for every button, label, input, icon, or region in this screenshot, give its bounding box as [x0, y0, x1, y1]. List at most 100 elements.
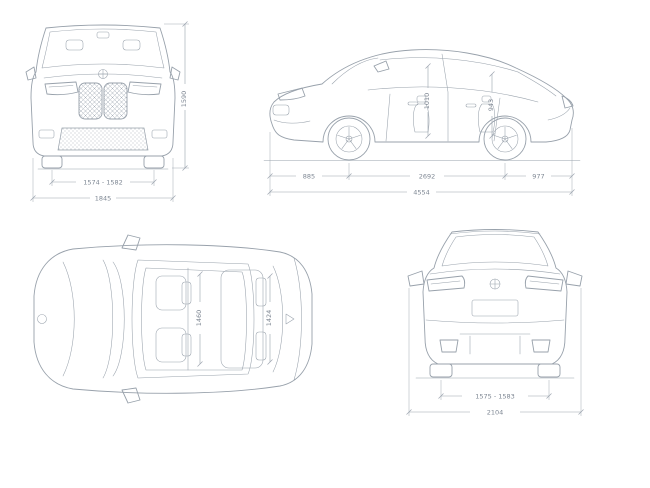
rear-headrest-left [255, 277, 267, 307]
windshield [41, 28, 165, 69]
mirror-right [565, 270, 583, 287]
rear-body-outline [422, 229, 568, 365]
front-view: 1590 1574 - 1582 1845 [18, 12, 193, 212]
door-handle-front [407, 101, 419, 106]
spoiler-line [449, 230, 541, 235]
side-rear-details [547, 95, 574, 121]
front-seat-driver [155, 275, 187, 311]
dimension-label-overall-length: 4554 [413, 189, 430, 197]
wheel-right [537, 363, 561, 378]
rear-lower [425, 299, 565, 355]
front-interior [65, 31, 141, 51]
dimension-label-front-interior-height: 1010 [423, 93, 431, 110]
headlights [44, 81, 162, 96]
fog-slot-left [38, 129, 55, 139]
kidney-grille [78, 82, 128, 120]
front-wheel [327, 117, 371, 161]
wheel-left [429, 363, 453, 378]
top-body-outline [33, 244, 313, 394]
lower-bumper [38, 127, 168, 151]
headlight-side [277, 87, 306, 101]
taillight-left [426, 275, 466, 292]
front-wheels [37, 155, 169, 170]
rear-window-line [272, 265, 283, 373]
bumper-line [425, 319, 565, 324]
side-dimensions: 885 2692 977 4554 [267, 128, 575, 197]
beltline [367, 86, 539, 103]
side-view: 1010 943 885 2692 977 4554 [250, 8, 595, 213]
c-pillar-line [517, 71, 557, 97]
rearview-mirror [96, 31, 110, 39]
cowl-line [102, 259, 114, 379]
mirror-left [25, 66, 37, 81]
bumper-detail [459, 333, 531, 355]
rear-wheel [483, 117, 527, 161]
roof-outline [131, 259, 255, 379]
windshield-base [112, 261, 125, 377]
dimension-label-wheelbase: 2692 [419, 173, 436, 181]
mirror-left [407, 270, 425, 287]
headlight-left [44, 81, 79, 96]
headrest-right [122, 39, 141, 51]
front-seat-headrest [416, 95, 427, 103]
rear-headrest-right [255, 331, 267, 361]
dimension-label-height: 1590 [180, 91, 188, 108]
dimension-label-width-incl-mirrors: 2104 [487, 409, 504, 417]
rear-mirrors [407, 270, 583, 287]
roof-inner-line [379, 57, 519, 73]
rear-window [441, 234, 549, 267]
license-plate-area [471, 299, 519, 317]
rear-view: 1575 - 1583 2104 [400, 218, 590, 428]
rear-wheels [415, 363, 575, 379]
rear-dimensions: 1575 - 1583 2104 [406, 288, 584, 417]
rear-bumper-line [547, 107, 571, 121]
taillight-right [524, 275, 564, 292]
top-roundel [37, 314, 47, 324]
exhaust-left [439, 339, 459, 353]
dimension-label-front-overhang: 885 [303, 173, 315, 181]
dimension-label-rear-track: 1575 - 1583 [475, 393, 515, 401]
mirror-top [121, 234, 141, 251]
rear-seat-headrest [481, 95, 492, 103]
bumper-mesh [57, 127, 149, 151]
sunroof-glass [141, 267, 247, 371]
top-mirrors [121, 234, 141, 404]
mirror-bottom [121, 387, 141, 404]
dimension-label-front-interior-width: 1460 [195, 310, 203, 327]
shoulder-line [429, 268, 561, 275]
top-seats [155, 269, 295, 369]
a-pillar [331, 57, 379, 85]
bmw-roundel [98, 69, 108, 79]
dimension-label-rear-overhang: 977 [532, 173, 544, 181]
fog-slot-right [151, 129, 168, 139]
mirror-right [169, 66, 181, 81]
side-body-outline [269, 49, 574, 143]
wheel-right [143, 155, 165, 169]
top-view: 1460 1424 [18, 222, 323, 417]
headlight-right [127, 81, 162, 96]
mirror-side [373, 60, 390, 73]
driver-headrest [181, 281, 192, 305]
b-pillar-door-seam [441, 53, 449, 142]
front-door-seam [385, 93, 391, 142]
passenger-headrest [181, 333, 192, 357]
wheel-left [41, 155, 63, 169]
hood-line [62, 261, 75, 377]
side-front-details [272, 60, 390, 124]
side-mirrors [25, 66, 181, 81]
dimension-label-rear-interior-width: 1424 [265, 310, 273, 327]
headrest-left [65, 39, 84, 51]
front-dimensions: 1590 1574 - 1582 1845 [30, 21, 189, 203]
taillight-side [561, 95, 574, 109]
top-dimensions: 1460 1424 [195, 271, 273, 367]
front-bumper-line [273, 119, 311, 124]
exhaust-right [531, 339, 551, 353]
dimension-label-front-track: 1574 - 1582 [83, 179, 123, 187]
front-seat-passenger [155, 327, 187, 363]
taillights [426, 275, 564, 292]
door-handle-rear [465, 103, 477, 108]
rear-roundel [489, 278, 501, 290]
dimension-label-rear-interior-height: 943 [487, 99, 495, 111]
rear-seat [477, 103, 496, 133]
